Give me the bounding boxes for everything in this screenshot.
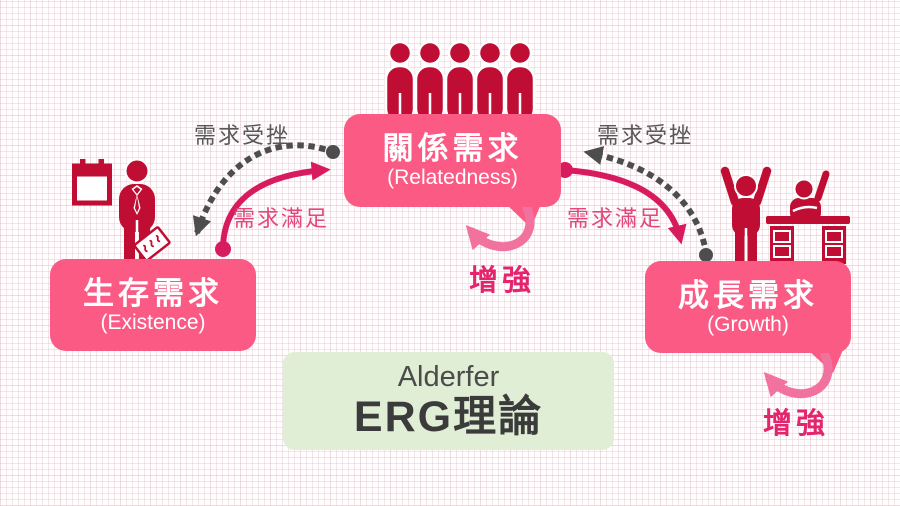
- cheering-person-at-desk-icon: [720, 166, 850, 264]
- calendar-icon: [72, 159, 112, 206]
- existence-title: 生存需求: [83, 275, 223, 311]
- frustration-label-right: 需求受挫: [596, 123, 693, 148]
- satisfaction-arrow-left: [220, 161, 331, 248]
- reinforce-loop-growth: [763, 350, 833, 399]
- frustration-arrow-left: [192, 142, 337, 237]
- relatedness-title: 關係需求: [382, 131, 523, 166]
- reinforce-loop-relatedness: [465, 203, 535, 252]
- relatedness-subtitle: (Relatedness): [387, 166, 518, 189]
- reinforce-label-relatedness: 增強: [468, 265, 535, 297]
- existence-node: 生存需求 (Existence): [50, 259, 256, 351]
- theory-title-box: Alderfer ERG理論: [283, 352, 614, 450]
- growth-title: 成長需求: [678, 277, 818, 313]
- theory-name: ERG理論: [353, 393, 544, 442]
- growth-node: 成長需求 (Growth): [645, 261, 851, 353]
- reinforce-label-growth: 增強: [762, 408, 829, 440]
- satisfaction-label-left: 需求滿足: [232, 206, 329, 231]
- existence-subtitle: (Existence): [100, 310, 206, 334]
- relatedness-node: 關係需求 (Relatedness): [344, 114, 561, 207]
- growth-subtitle: (Growth): [707, 312, 789, 336]
- five-people-group-icon: [384, 41, 536, 117]
- satisfaction-left-anchor-dot: [215, 241, 231, 257]
- frustration-left-anchor-dot: [326, 145, 340, 159]
- satisfaction-arrow-right: [564, 167, 687, 245]
- frustration-right-anchor-dot: [699, 248, 713, 262]
- satisfaction-label-right: 需求滿足: [566, 206, 663, 231]
- satisfaction-right-anchor-dot: [557, 162, 573, 178]
- theory-author: Alderfer: [397, 360, 500, 393]
- worker-with-paycheck-icon: [119, 158, 171, 264]
- frustration-label-left: 需求受挫: [193, 123, 290, 148]
